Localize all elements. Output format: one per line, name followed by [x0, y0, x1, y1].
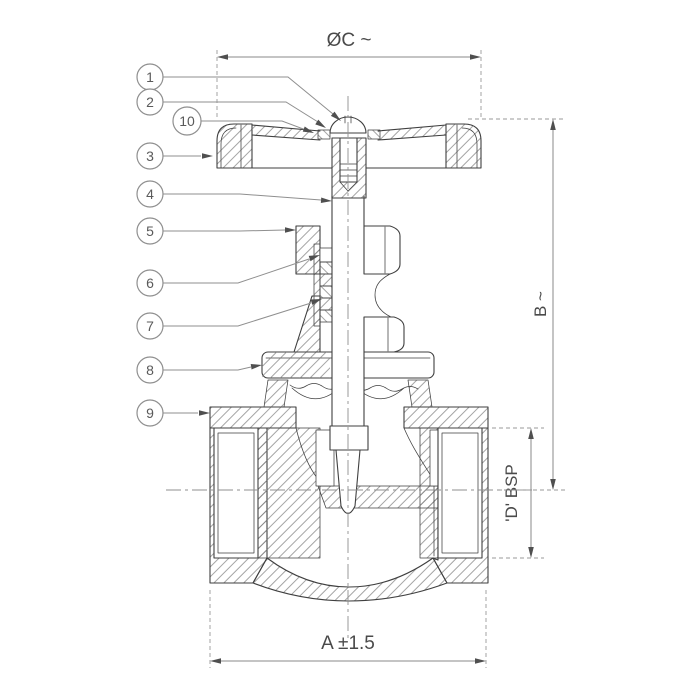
- handwheel-rim-right: [445, 123, 482, 169]
- leader-arrowhead: [285, 227, 296, 233]
- valve-body: [209, 406, 489, 602]
- dome-nut-slot: [344, 115, 352, 124]
- callout-6: 6: [136, 255, 320, 297]
- dimension-port-thread: 'D' BSP: [492, 427, 544, 559]
- packing-ring: [319, 309, 334, 323]
- callout-5: 5: [136, 217, 296, 245]
- lock-washer-left: [317, 129, 331, 140]
- stem-thread-detail: [339, 163, 358, 192]
- threaded-port-right-bore: [441, 432, 479, 554]
- callout-balloon-9: [136, 399, 164, 427]
- callout-5-number: 5: [146, 223, 154, 239]
- gland-assembly: [295, 225, 334, 323]
- leader-arrowhead: [320, 197, 332, 204]
- handwheel-rim-left-detail: [220, 124, 242, 169]
- body-top-wall-left: [209, 406, 297, 429]
- body-bottom-belly: [252, 557, 448, 602]
- handwheel-spoke-right-lines: [377, 124, 447, 141]
- handwheel-rim-left: [216, 123, 253, 169]
- extension-lines: [492, 427, 544, 559]
- callout-balloon-4: [136, 180, 164, 208]
- callout-8-number: 8: [146, 362, 154, 378]
- callout-2-number: 2: [146, 94, 154, 110]
- gland-nut-hex: [363, 225, 401, 275]
- bonnet-flange-section-hatch: [262, 352, 330, 378]
- callout-balloon-2: [136, 88, 164, 116]
- dimension-port-thread-label: 'D' BSP: [502, 464, 521, 522]
- callout-4-number: 4: [146, 186, 154, 202]
- callout-balloon-5: [136, 217, 164, 245]
- bonnet-neck-gusset-right: [407, 379, 433, 408]
- dimension-arrowhead: [470, 54, 481, 60]
- dimension-arrowhead: [550, 479, 556, 490]
- callout-10: 10: [172, 106, 314, 136]
- leader-arrowhead: [199, 410, 210, 416]
- handwheel-rim-right-detail: [456, 124, 478, 169]
- callout-balloon-8: [136, 356, 164, 384]
- dimension-height: B ~: [468, 118, 566, 491]
- callout-balloon-7: [136, 312, 164, 340]
- extension-lines: [216, 50, 482, 120]
- dimension-arrowhead: [528, 547, 534, 558]
- callout-balloon-10: [172, 106, 202, 136]
- callout-balloon-6: [136, 269, 164, 297]
- body-web-left: [257, 427, 321, 559]
- leader-arrowhead: [250, 363, 262, 370]
- dimension-top-diameter: ØC ~: [216, 30, 482, 120]
- body-top-wall-right: [403, 406, 489, 429]
- body-seat-bridge: [317, 485, 449, 509]
- callout-4: 4: [136, 180, 332, 208]
- callout-3: 3: [136, 142, 213, 170]
- leader-arrowhead: [302, 126, 314, 133]
- callout-balloon-3: [136, 142, 164, 170]
- leader-arrowhead: [202, 153, 213, 159]
- leader-arrowhead: [310, 299, 322, 305]
- leader-arrowhead: [315, 119, 326, 128]
- bonnet-hex: [363, 316, 405, 353]
- hex-nuts-elevation: [363, 225, 405, 353]
- handwheel: [216, 115, 482, 199]
- dimension-arrowhead: [210, 658, 221, 664]
- dimension-arrowhead: [217, 54, 228, 60]
- callout-7: 7: [136, 299, 322, 340]
- packing-ring: [319, 297, 334, 311]
- wedge-boss: [329, 425, 369, 451]
- callout-10-number: 10: [179, 113, 195, 129]
- leader-arrowhead: [308, 255, 320, 262]
- callout-8: 8: [136, 356, 262, 384]
- callout-7-number: 7: [146, 318, 154, 334]
- packing-ring: [319, 273, 334, 287]
- callout-9-number: 9: [146, 405, 154, 421]
- dimension-face-to-face-label: A ±1.5: [321, 633, 375, 654]
- packing-ring: [319, 261, 334, 275]
- bonnet-neck-profile: [374, 273, 392, 318]
- leader-arrowhead: [330, 111, 341, 121]
- packing-ring: [319, 285, 334, 299]
- dimension-face-to-face: A ±1.5: [209, 590, 487, 668]
- extension-lines: [468, 118, 566, 491]
- extension-lines: [209, 590, 487, 668]
- dimension-top-diameter-label: ØC ~: [327, 30, 372, 51]
- callout-1-number: 1: [146, 69, 154, 85]
- callout-1: 1: [136, 63, 341, 121]
- callouts: 1 2 10 3 4 5: [136, 63, 341, 427]
- hub-bore: [339, 137, 358, 183]
- threaded-port-left-bore: [217, 432, 255, 554]
- lock-washer-right: [367, 129, 381, 140]
- callout-6-number: 6: [146, 275, 154, 291]
- centerlines: [166, 96, 532, 640]
- union-dome-right: [357, 387, 405, 400]
- gland-follower: [319, 247, 334, 263]
- callout-2: 2: [136, 88, 326, 128]
- callout-9: 9: [136, 399, 210, 427]
- dimension-arrowhead: [550, 119, 556, 130]
- dimension-arrowhead: [475, 658, 486, 664]
- bonnet-neck-gusset-left: [263, 379, 289, 408]
- gland-nut-section: [295, 225, 321, 275]
- dimension-arrowhead: [528, 428, 534, 439]
- stem-outline: [331, 195, 365, 431]
- callout-3-number: 3: [146, 148, 154, 164]
- dimension-height-label: B ~: [531, 291, 550, 317]
